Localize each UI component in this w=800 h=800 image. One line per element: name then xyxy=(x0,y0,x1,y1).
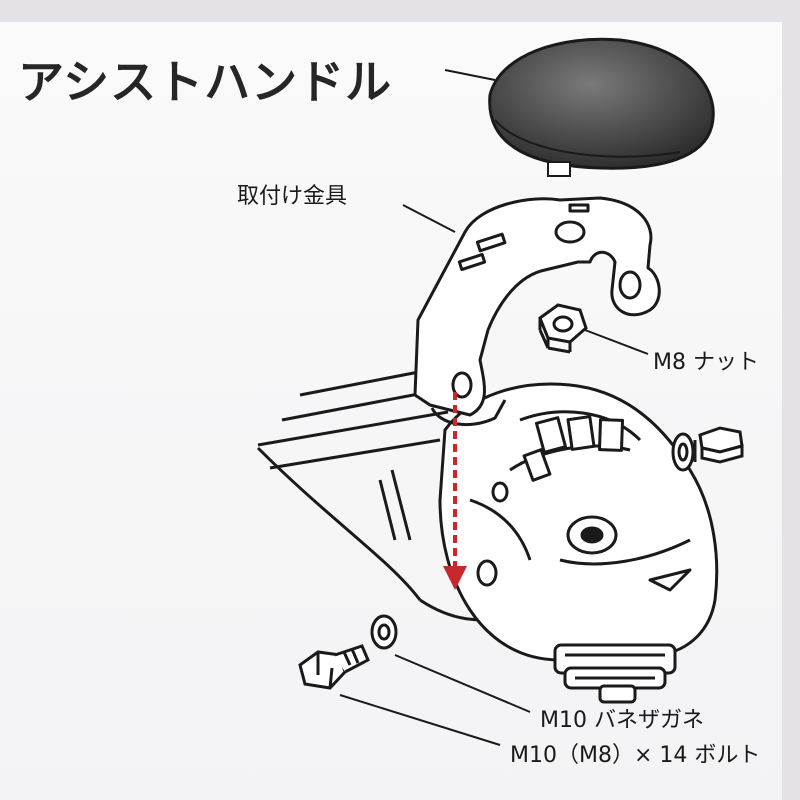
assist-handle-knob xyxy=(488,37,715,177)
page-title: アシストハンドル xyxy=(18,55,393,109)
leader-lines xyxy=(339,69,649,746)
gear-head xyxy=(438,382,719,662)
bracket xyxy=(413,196,661,427)
mounting-arrow xyxy=(443,392,467,590)
grinder-body xyxy=(256,363,521,622)
right-bolt xyxy=(671,426,744,472)
spindle xyxy=(553,643,677,704)
bracket-label: 取付け金具 xyxy=(237,184,348,209)
nut-label: M8 ナット xyxy=(653,350,759,375)
washer-label: M10 バネザガネ xyxy=(540,708,704,733)
bolt-label: M10（M8）× 14 ボルト xyxy=(510,743,761,768)
m8-nut xyxy=(538,303,588,354)
left-bolt xyxy=(298,614,398,690)
